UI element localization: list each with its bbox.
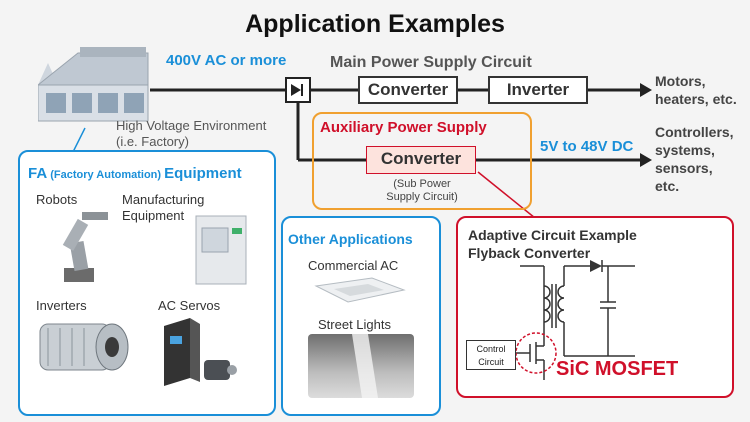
fa-item-manufacturing: Manufacturing Equipment [122,192,204,224]
aux-output-line-3: sensors, [655,160,713,176]
main-inverter-box: Inverter [488,76,588,104]
other-item-street-lights: Street Lights [318,317,391,332]
inverter-motor-image [39,323,129,371]
sic-mosfet-label: SiC MOSFET [556,358,679,380]
aux-caption-line-2: Supply Circuit) [386,191,458,203]
output-diode [590,260,602,272]
flyback-schematic [515,260,635,380]
adaptive-title-line-1: Adaptive Circuit Example [468,227,637,243]
ac-servo-image [164,318,237,386]
diode-symbol [291,84,301,96]
control-circuit-box: Control Circuit [466,340,516,370]
main-converter-box: Converter [358,76,458,104]
main-output-arrowhead [640,83,652,97]
secondary-winding [557,285,565,323]
aux-power-supply-panel [312,112,532,210]
adaptive-link-line [477,171,536,219]
aux-output-line-2: systems, [655,142,715,158]
fa-title-suffix: Equipment [164,165,242,182]
other-title: Other Applications [288,231,413,247]
aux-converter-box: Converter [366,146,476,174]
aux-title: Auxiliary Power Supply [320,119,487,136]
factory-building-illustration [38,47,149,122]
aux-output-label: Controllers, systems, sensors, etc. [655,123,734,195]
adaptive-title-line-2: Flyback Converter [468,245,591,261]
manufacturing-equipment-image [195,215,247,285]
robot-arm-image [62,212,108,282]
aux-voltage-label: 5V to 48V DC [540,138,634,155]
main-output-line-1: Motors, [655,73,706,89]
street-light-pole [352,334,378,398]
mosfet-highlight-circle [515,332,557,374]
fa-item-manufacturing-line-1: Manufacturing [122,192,205,207]
main-circuit-label: Main Power Supply Circuit [330,54,532,71]
factory-caption-line-2: (i.e. Factory) [116,134,189,149]
commercial-ac-image [314,277,406,303]
fa-item-inverters: Inverters [36,298,87,313]
aux-output-line-4: etc. [655,178,680,194]
control-circuit-line-1: Control [476,344,506,354]
fa-item-manufacturing-line-2: Equipment [122,208,185,223]
adaptive-title: Adaptive Circuit Example Flyback Convert… [468,226,637,262]
page-title: Application Examples [245,10,505,38]
primary-winding [543,285,551,323]
fa-title: FA (Factory Automation) Equipment [28,165,242,182]
control-circuit-line-2: Circuit [478,357,504,367]
aux-output-arrowhead [640,153,652,167]
factory-caption: High Voltage Environment (i.e. Factory) [116,118,266,150]
fa-title-prefix: FA [28,165,48,182]
fa-item-ac-servos: AC Servos [158,298,221,313]
main-output-label: Motors, heaters, etc. [655,72,737,108]
fa-item-robots: Robots [36,192,78,207]
main-output-line-2: heaters, etc. [655,91,737,107]
fa-title-middle: (Factory Automation) [47,169,165,181]
aux-caption: (Sub Power Supply Circuit) [370,178,474,204]
aux-caption-line-1: (Sub Power [393,178,451,190]
aux-output-line-1: Controllers, [655,124,734,140]
input-voltage-label: 400V AC or more [166,52,287,69]
factory-caption-line-1: High Voltage Environment [116,118,267,133]
street-lights-image [308,334,414,398]
other-item-commercial-ac: Commercial AC [308,258,399,273]
